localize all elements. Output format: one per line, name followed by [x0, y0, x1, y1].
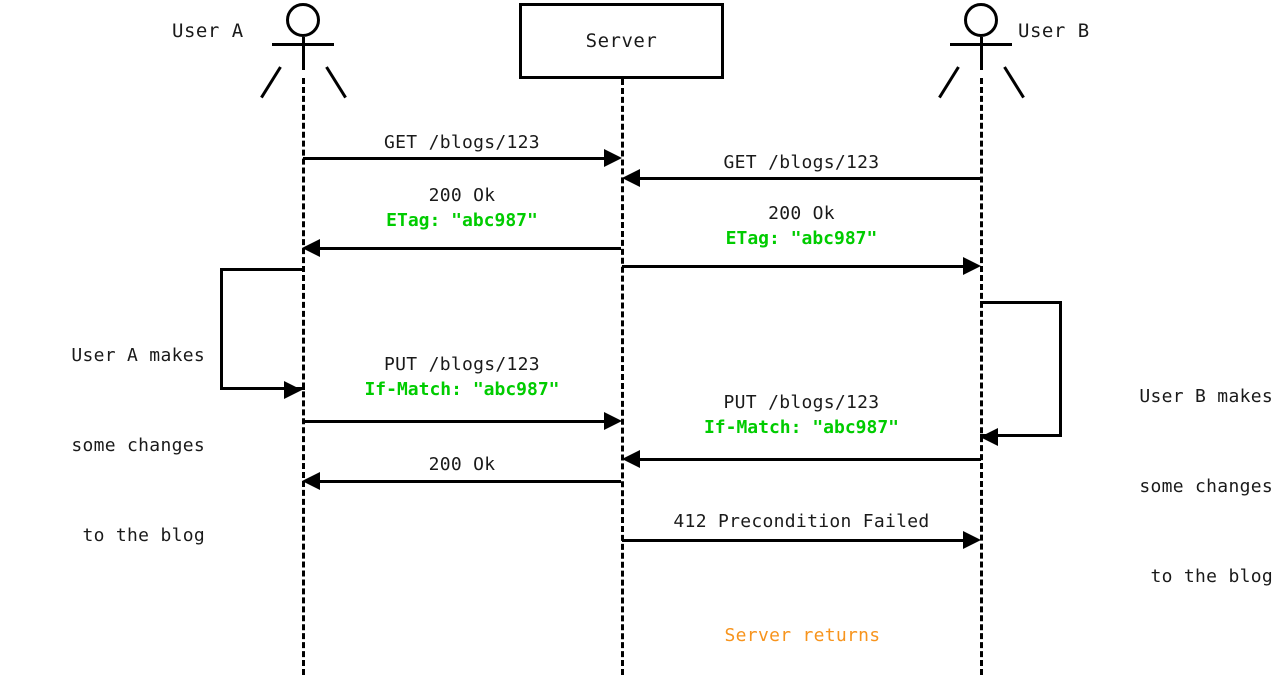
- user-b-leg-right-icon: [1003, 66, 1025, 99]
- note-line-1: User B makes: [1139, 386, 1273, 407]
- message-label: 200 Ok ETag: "abc987": [303, 183, 621, 233]
- user-a-leg-right-icon: [325, 66, 347, 99]
- message-arrowhead: [604, 412, 622, 430]
- message-arrowhead: [302, 239, 320, 257]
- note-line-2: some changes: [1139, 476, 1273, 497]
- message-line: [320, 247, 621, 250]
- message-label-line2-header: If-Match: "abc987": [364, 379, 560, 400]
- self-call-arrowhead: [284, 381, 302, 399]
- message-arrowhead: [622, 450, 640, 468]
- message-label-line1: GET /blogs/123: [723, 152, 880, 173]
- message-label-line2-header: If-Match: "abc987": [703, 417, 900, 438]
- message-label-line1: 200 Ok: [768, 203, 835, 224]
- message-line: [303, 420, 604, 423]
- self-call-bracket: [220, 268, 305, 390]
- message-label-line1: 200 Ok: [428, 454, 496, 475]
- message-arrowhead: [622, 169, 640, 187]
- message-line: [622, 265, 963, 268]
- user-b-label: User B: [1018, 20, 1090, 42]
- self-call-note-user-b: User B makes some changes to the blog: [1073, 322, 1273, 652]
- message-label-line1: PUT /blogs/123: [723, 392, 880, 413]
- message-line: [303, 157, 604, 160]
- lifeline-server: [621, 79, 624, 675]
- message-label-line1: GET /blogs/123: [384, 132, 540, 153]
- note-server-error-explanation: Server returns an error because the vers…: [640, 561, 965, 692]
- message-label-line2-header: ETag: "abc987": [386, 210, 538, 231]
- message-label: PUT /blogs/123 If-Match: "abc987": [622, 390, 981, 440]
- message-arrowhead: [302, 472, 320, 490]
- user-b-body-icon: [980, 37, 983, 70]
- note-line-1: Server returns: [724, 625, 881, 646]
- message-line: [640, 177, 981, 180]
- note-line-3: to the blog: [1150, 566, 1273, 587]
- message-label: GET /blogs/123: [622, 150, 981, 175]
- self-call-arrowhead: [980, 428, 998, 446]
- message-label: 412 Precondition Failed: [622, 509, 981, 534]
- message-arrowhead: [604, 149, 622, 167]
- user-a-body-icon: [302, 37, 305, 70]
- message-line: [622, 539, 963, 542]
- message-line: [640, 458, 981, 461]
- lifeline-user-b: [980, 78, 983, 675]
- self-call-note-user-a: User A makes some changes to the blog: [0, 281, 205, 611]
- message-label: GET /blogs/123: [303, 130, 621, 155]
- lifeline-user-a: [302, 78, 305, 675]
- note-line-1: User A makes: [71, 345, 205, 366]
- message-label-line1: 200 Ok: [428, 185, 496, 206]
- user-a-label: User A: [172, 20, 244, 42]
- participant-server[interactable]: Server: [519, 3, 724, 79]
- message-label-line1: PUT /blogs/123: [384, 354, 540, 375]
- message-label-line2-header: ETag: "abc987": [725, 228, 878, 249]
- user-a-head-icon: [286, 3, 320, 37]
- message-arrowhead: [963, 257, 981, 275]
- message-arrowhead: [963, 531, 981, 549]
- message-line: [320, 480, 621, 483]
- user-b-leg-left-icon: [938, 66, 960, 99]
- user-b-head-icon: [964, 3, 998, 37]
- message-label: PUT /blogs/123 If-Match: "abc987": [303, 352, 621, 402]
- note-line-3: to the blog: [82, 525, 205, 546]
- note-line-2: some changes: [71, 435, 205, 456]
- user-a-leg-left-icon: [260, 66, 282, 99]
- self-call-bracket: [980, 301, 1062, 437]
- message-label: 200 Ok ETag: "abc987": [622, 201, 981, 251]
- message-label: 200 Ok: [303, 452, 621, 477]
- message-label-line1: 412 Precondition Failed: [673, 511, 930, 532]
